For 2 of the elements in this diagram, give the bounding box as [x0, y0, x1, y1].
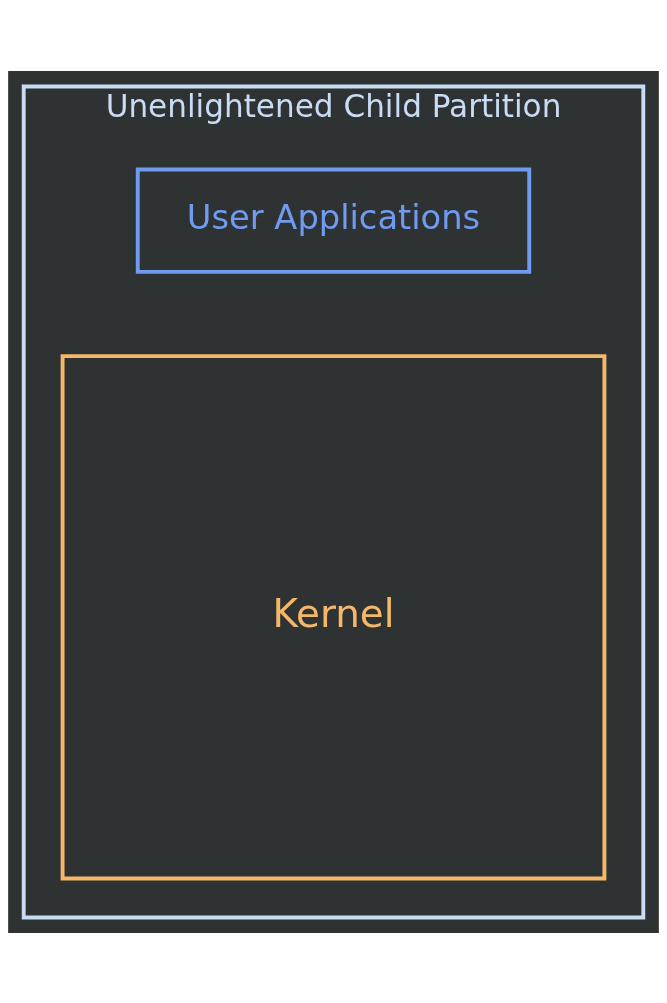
node-box: User Applications — [135, 167, 532, 274]
node-box: Kernel — [60, 353, 607, 880]
